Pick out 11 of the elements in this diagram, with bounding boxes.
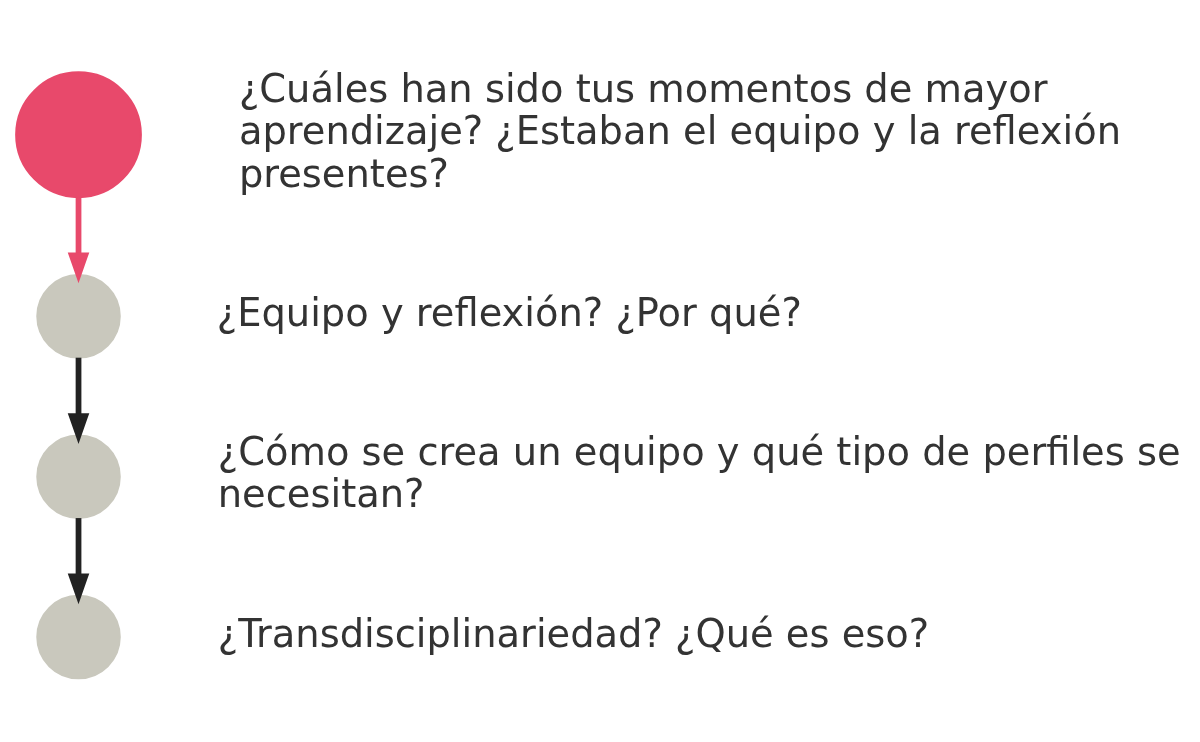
node-label: ¿Transdisciplinariedad? ¿Qué es eso? xyxy=(217,610,930,656)
arrow xyxy=(67,197,90,284)
node-label: ¿Cómo se crea un equipo y qué tipo de perfiles se necesitan? xyxy=(217,429,1181,517)
node-circle xyxy=(36,594,121,680)
node-circle xyxy=(15,71,142,199)
node-circle xyxy=(36,274,121,359)
node-label: ¿Equipo y reflexión? ¿Por qué? xyxy=(216,289,802,335)
node-circle xyxy=(36,434,121,519)
arrow xyxy=(67,518,90,605)
arrow xyxy=(67,357,90,444)
node-label: ¿Cuáles han sido tus momentos de mayor aprendizaje? ¿Estaban el equipo y la reflexión presentes? xyxy=(238,66,1122,196)
